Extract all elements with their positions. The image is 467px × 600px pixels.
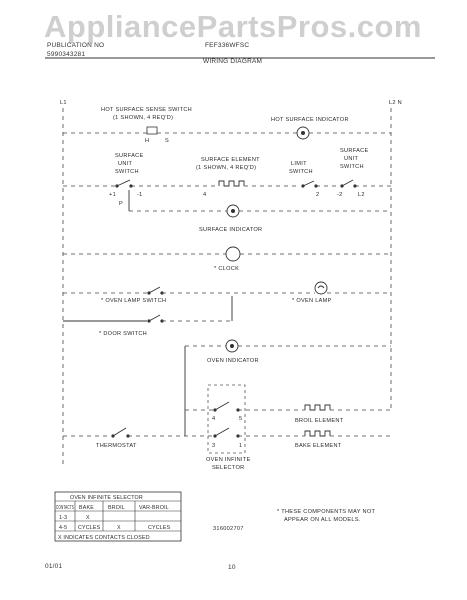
rail-label-l2n: L2 N [389,100,402,106]
surface-unit-switch-right-label-1: SURFACE [340,148,369,154]
part-number: 316002707 [213,526,244,532]
components-note-line1: * THESE COMPONENTS MAY NOT [277,509,376,515]
selector-table-footnote: X INDICATES CONTACTS CLOSED [58,535,150,541]
selector-table-row2-bake: CYCLES [78,525,101,531]
limit-switch-label-2: SWITCH [289,169,313,175]
hot-surface-sense-switch-label: HOT SURFACE SENSE SWITCH [101,107,192,113]
publication-number: 5990343281 [47,51,85,58]
surface-element-sublabel: (1 SHOWN, 4 REQ'D) [196,165,256,171]
surface-unit-switch-left-label-3: SWITCH [115,169,139,175]
terminal-plus1: +1 [109,192,116,198]
terminal-h: H [145,138,149,144]
selector-table [54,491,182,542]
door-switch-label: * DOOR SWITCH [99,331,147,337]
terminal-2: 2 [316,192,319,198]
terminal-s: S [165,138,169,144]
footer-date: 01/01 [45,563,62,570]
selector-terminal-5: 5 [239,416,242,422]
selector-table-col-bake: BAKE [79,505,94,511]
selector-terminal-3: 3 [212,443,215,449]
oven-lamp-filament [317,285,325,289]
limit-switch-label-1: LIMIT [291,161,307,167]
surface-unit-switch-left-label-2: UNIT [118,161,133,167]
thermostat-blade [112,427,127,437]
oven-lamp-label: * OVEN LAMP [292,298,332,304]
clock-symbol [225,246,241,262]
selector-terminal-1: 1 [239,443,242,449]
surface-unit-switch-right-label-2: UNIT [344,156,359,162]
surface-indicator-label: SURFACE INDICATOR [199,227,262,233]
bake-element-label: BAKE ELEMENT [295,443,342,449]
bake-blade [214,427,230,437]
oven-indicator-dot [230,344,234,348]
surface-indicator-dot [231,209,235,213]
watermark-text: AppliancePartsPros.com [44,9,422,44]
surface-unit-switch-right-label-3: SWITCH [340,164,364,170]
broil-blade [214,401,230,411]
selector-terminal-4: 4 [212,416,215,422]
rail-label-l1: L1 [60,100,67,106]
oven-infinite-selector-label-2: SELECTOR [212,465,244,471]
switch-right-blade [341,179,354,187]
selector-table-row1-bake: X [86,515,90,521]
terminal-l2: L2 [358,192,365,198]
broil-element-label: BROIL ELEMENT [295,418,344,424]
oven-indicator-label: OVEN INDICATOR [207,358,259,364]
selector-table-row2-broil: X [117,525,121,531]
publication-label: PUBLICATION NO [47,42,104,49]
broil-element-symbol [304,404,331,411]
footer-page-number: 10 [228,564,236,571]
terminal-minus1: -1 [137,192,143,198]
surface-element-label: SURFACE ELEMENT [201,157,260,163]
selector-table-row2-varbroil: CYCLES [148,525,171,531]
sense-switch-symbol [146,126,158,135]
limit-switch-blade [302,180,315,187]
selector-table-col-varbroil: VAR-BROIL [139,505,169,511]
oven-selector-box [207,384,246,454]
surface-unit-switch-left-label-1: SURFACE [115,153,144,159]
bake-element-symbol [304,430,331,437]
selector-table-title: OVEN INFINITE SELECTOR [70,495,143,501]
oven-lamp-symbol [314,281,328,295]
diagram-title: WIRING DIAGRAM [203,58,262,65]
terminal-4: 4 [203,192,206,198]
terminal-minus2: -2 [337,192,343,198]
thermostat-label: THERMOSTAT [96,443,137,449]
selector-table-col-broil: BROIL [108,505,125,511]
terminal-p: P [119,201,123,207]
surface-element-symbol [218,180,245,187]
selector-table-col-contacts: CONTACTS [56,505,74,511]
oven-lamp-switch-label: * OVEN LAMP SWITCH [101,298,166,304]
switch-left-blade [116,179,131,187]
oven-infinite-selector-label-1: OVEN INFINITE [206,457,251,463]
hot-surface-indicator-dot [301,131,305,135]
lamp-switch-blade [148,286,161,294]
clock-label: * CLOCK [214,266,239,272]
components-note-line2: APPEAR ON ALL MODELS. [284,517,361,523]
hot-surface-indicator-label: HOT SURFACE INDICATOR [271,117,349,123]
selector-table-row2-contacts: 4-5 [59,525,67,531]
door-switch-blade [148,314,161,322]
hot-surface-sense-switch-sublabel: (1 SHOWN, 4 REQ'D) [113,115,173,121]
model-number: FEF336WFSC [205,42,249,49]
selector-table-row1-contacts: 1-3 [59,515,67,521]
